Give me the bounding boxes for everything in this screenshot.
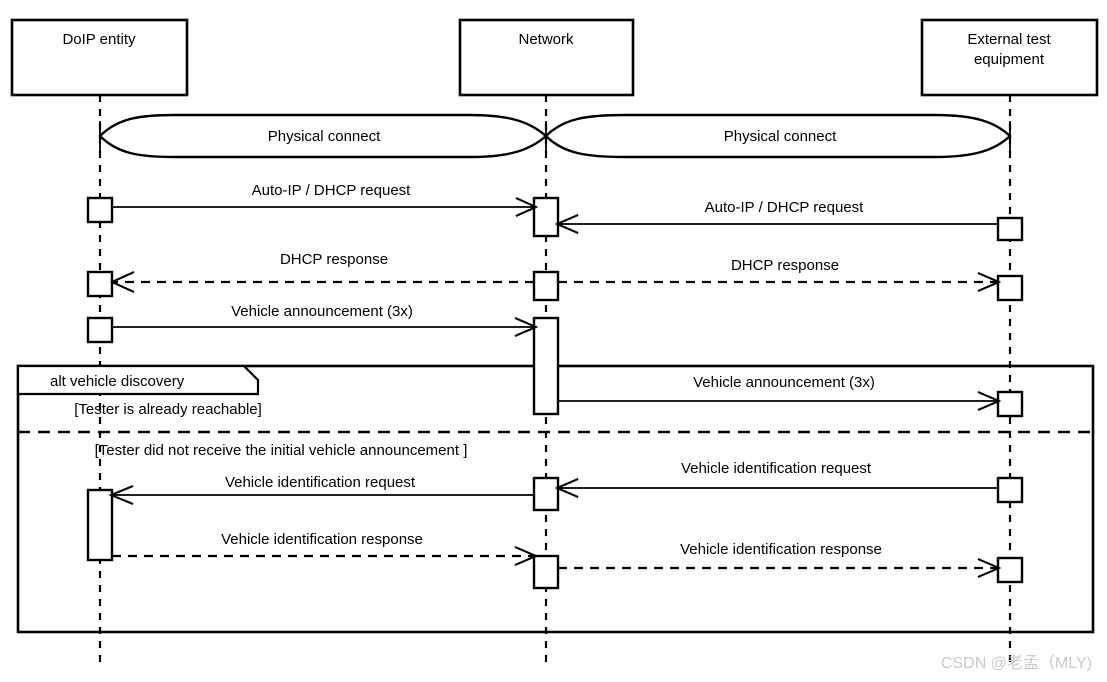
activation-network-2[interactable]: [532, 270, 560, 302]
activation-network-1[interactable]: [532, 196, 560, 238]
lifeline-header-doip[interactable]: DoIP entity: [10, 18, 189, 97]
message-vehicle-announcement-doip-to-network[interactable]: Vehicle announcement (3x): [100, 303, 539, 337]
watermark-text: CSDN @老孟（MLY): [941, 654, 1092, 672]
message-vehicle-announcement-network-to-tester[interactable]: Vehicle announcement (3x): [558, 374, 1002, 411]
activation-doip-2[interactable]: [86, 270, 114, 298]
alt-guard-2: [Tester did not receive the initial vehi…: [95, 442, 468, 459]
alt-frame-operator-label: alt vehicle discovery: [50, 373, 185, 390]
arrowhead-overlay-m10: [977, 558, 1002, 578]
arrowhead-overlay-m7: [554, 478, 579, 498]
message-label-m5: Vehicle announcement (3x): [231, 303, 413, 320]
activation-tester-3[interactable]: [996, 390, 1024, 418]
arrowhead-overlay-m1: [515, 197, 539, 217]
message-label-m9: Vehicle identification response: [221, 531, 423, 548]
message-vehicle-identification-response-network-to-tester[interactable]: Vehicle identification response: [558, 541, 1002, 578]
activation-network-5[interactable]: [532, 554, 560, 590]
arrowhead-overlay-m5: [514, 317, 539, 337]
arrowhead-overlay-m9: [514, 546, 539, 566]
message-auto-ip-dhcp-request-doip-to-network[interactable]: Auto-IP / DHCP request: [100, 182, 539, 217]
message-dhcp-response-network-to-tester[interactable]: DHCP response: [558, 257, 1002, 292]
alt-guard-1: [Tester is already reachable]: [74, 401, 262, 418]
activation-tester-5[interactable]: [996, 556, 1024, 584]
message-label-m3: DHCP response: [280, 251, 388, 268]
physical-connect-label-right: Physical connect: [724, 128, 837, 145]
message-vehicle-identification-request-network-to-doip[interactable]: Vehicle identification request: [108, 474, 534, 505]
message-vehicle-identification-response-doip-to-network[interactable]: Vehicle identification response: [112, 531, 539, 566]
alt-frame-label-shape: [16, 364, 260, 396]
lifeline-label-network: Network: [518, 31, 574, 48]
activation-bars: [86, 196, 1024, 590]
message-label-m10: Vehicle identification response: [680, 541, 882, 558]
lifeline-label-tester-line2: equipment: [974, 51, 1045, 68]
connector-physical-connect-right[interactable]: Physical connect: [544, 113, 1012, 159]
message-label-m2: Auto-IP / DHCP request: [705, 199, 865, 216]
activation-network-4[interactable]: [532, 476, 560, 512]
activation-tester-4[interactable]: [996, 476, 1024, 504]
message-label-m7: Vehicle identification request: [681, 460, 872, 477]
arrowheads-overlay: [108, 197, 1002, 578]
activation-doip-3[interactable]: [86, 316, 114, 344]
activation-doip-4[interactable]: [86, 488, 114, 562]
arrowhead-overlay-m8: [108, 485, 134, 505]
activation-doip-1[interactable]: [86, 196, 114, 224]
lifeline-label-doip: DoIP entity: [62, 31, 136, 48]
lens-endpoint-marks: [99, 121, 1011, 151]
arrowhead-overlay-m2: [554, 214, 579, 234]
physical-connect-label-left: Physical connect: [268, 128, 381, 145]
lifeline-box-tester[interactable]: [920, 18, 1099, 97]
activation-tester-1[interactable]: [996, 216, 1024, 242]
message-vehicle-identification-request-tester-to-network[interactable]: Vehicle identification request: [554, 460, 998, 498]
message-label-m1: Auto-IP / DHCP request: [252, 182, 412, 199]
message-label-m6: Vehicle announcement (3x): [693, 374, 875, 391]
lifeline-header-network[interactable]: Network: [458, 18, 635, 97]
lifeline-box-doip[interactable]: [10, 18, 189, 97]
message-dhcp-response-network-to-doip[interactable]: DHCP response: [109, 251, 534, 293]
activation-network-3[interactable]: [532, 316, 560, 416]
lifeline-box-network[interactable]: [458, 18, 635, 97]
message-auto-ip-dhcp-request-tester-to-network[interactable]: Auto-IP / DHCP request: [554, 199, 1010, 234]
arrowhead-overlay-m6: [977, 391, 1002, 411]
connector-physical-connect-left[interactable]: Physical connect: [98, 113, 548, 159]
arrowhead-overlay-m3: [109, 271, 135, 293]
message-label-m8: Vehicle identification request: [225, 474, 416, 491]
lifeline-label-tester-line1: External test: [967, 31, 1051, 48]
message-label-m4: DHCP response: [731, 257, 839, 274]
lifeline-header-tester[interactable]: External test equipment: [920, 18, 1099, 97]
arrowhead-overlay-m4: [977, 272, 1002, 292]
activation-tester-2[interactable]: [996, 274, 1024, 302]
